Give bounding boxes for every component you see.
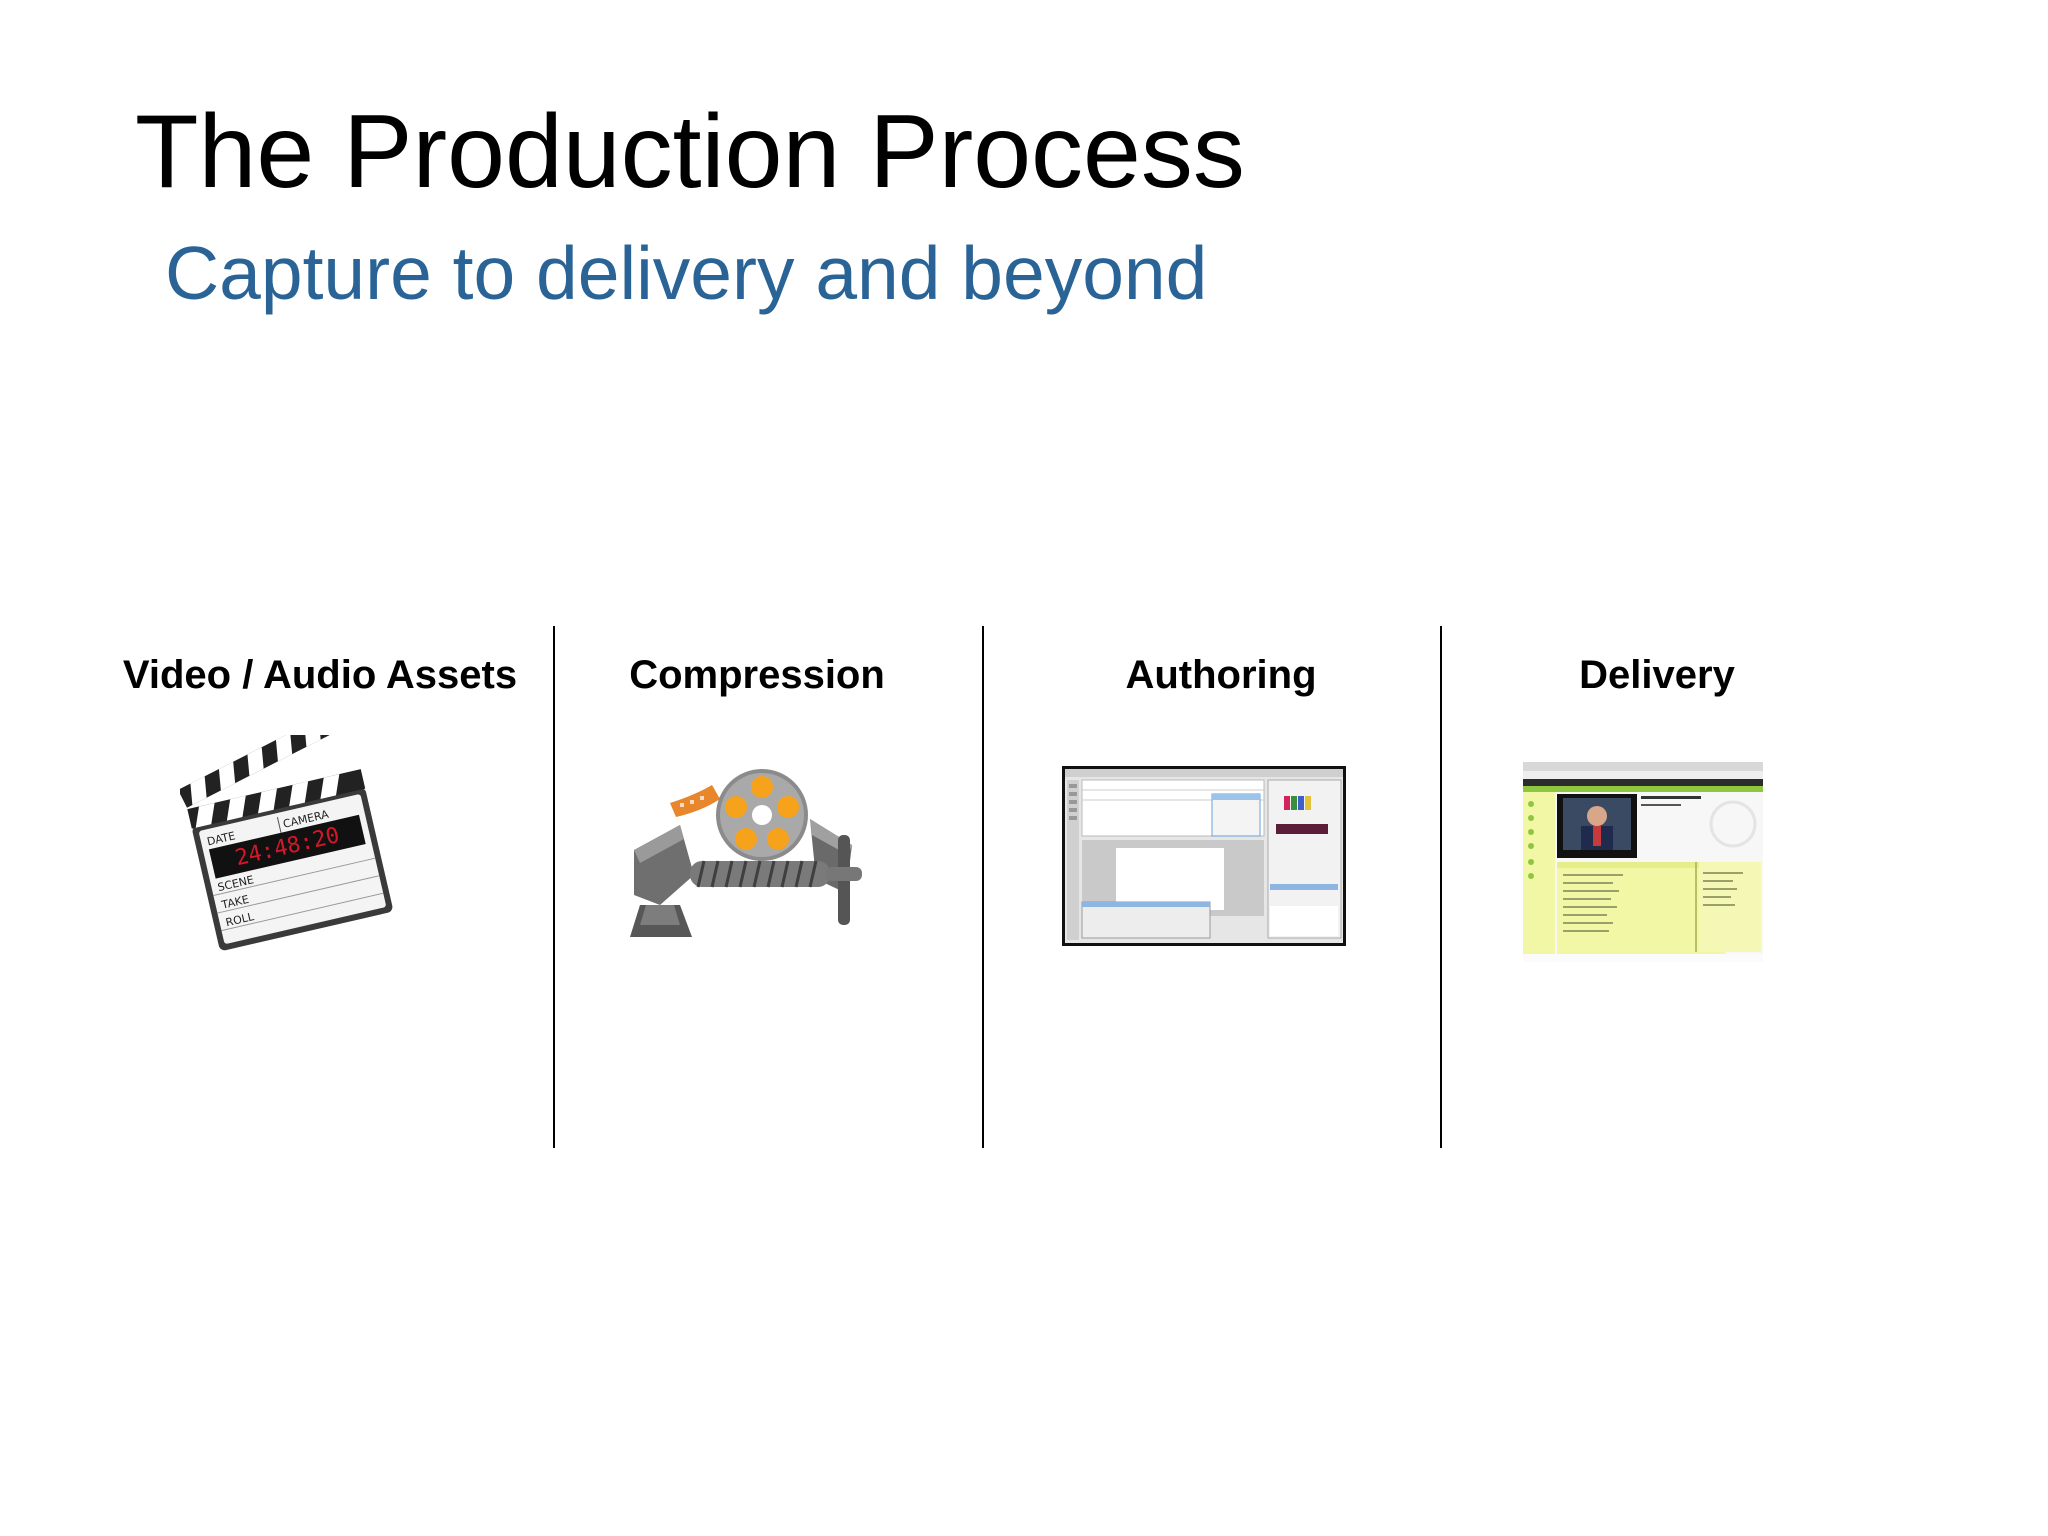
web-delivery-screenshot <box>1523 762 1763 962</box>
stage-heading-authoring: Authoring <box>1125 653 1317 697</box>
authoring-app-screenshot <box>1062 766 1346 946</box>
column-divider <box>1440 626 1442 1148</box>
stage-heading-delivery: Delivery <box>1579 653 1735 697</box>
stage-heading-compression: Compression <box>629 653 885 697</box>
stage-heading-assets: Video / Audio Assets <box>122 653 518 697</box>
roll-label: ROLL <box>224 910 256 929</box>
clapperboard-icon: 24:48:20 DATE CAMERA SCENE TAKE ROLL <box>180 735 400 955</box>
slide-title: The Production Process <box>135 94 1245 210</box>
date-label: DATE <box>206 829 237 848</box>
vise-film-reel-icon <box>620 755 880 955</box>
column-divider <box>982 626 984 1148</box>
column-divider <box>553 626 555 1148</box>
slide-subtitle: Capture to delivery and beyond <box>165 231 1208 315</box>
take-label: TAKE <box>219 893 250 912</box>
